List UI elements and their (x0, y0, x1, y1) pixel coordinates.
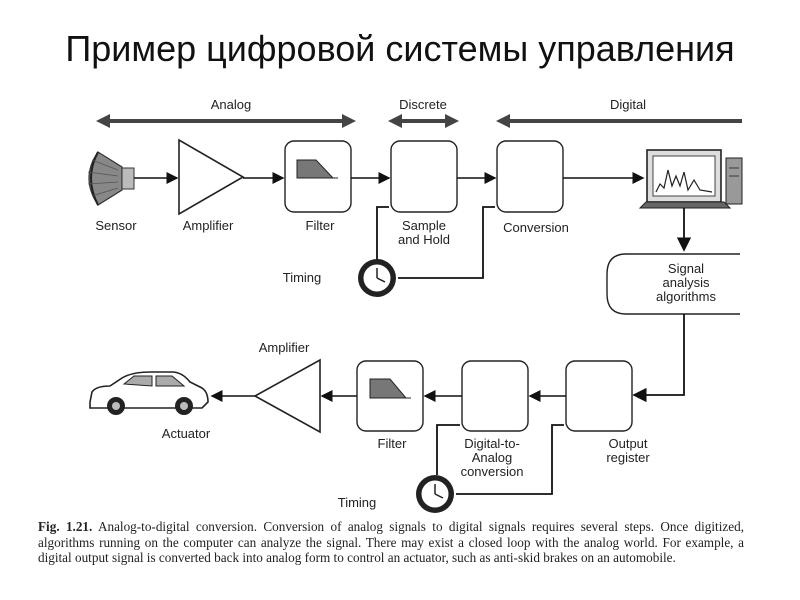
conversion-label: Conversion (503, 220, 569, 235)
top-filter-label: Filter (306, 218, 336, 233)
sensor-icon (87, 151, 135, 206)
signal-label-3: algorithms (656, 289, 716, 304)
bottom-timing-label: Timing (338, 495, 377, 510)
signal-label-2: analysis (663, 275, 710, 290)
top-filter-block (284, 140, 352, 213)
amplifier-triangle-icon (253, 358, 321, 434)
section-discrete: Discrete (388, 97, 459, 128)
computer-monitor-icon (638, 149, 743, 209)
slide-title: Пример цифровой системы управления (65, 28, 735, 69)
output-label-1: Output (608, 436, 647, 451)
dac-block (461, 360, 529, 432)
sample-hold-label-1: Sample (402, 218, 446, 233)
amplifier-triangle-icon (178, 138, 245, 216)
clock-icon (416, 475, 454, 513)
section-discrete-label: Discrete (399, 97, 447, 112)
bottom-filter-label: Filter (378, 436, 408, 451)
timing-line-dac (436, 424, 460, 475)
arrow-analysis-output (632, 314, 685, 403)
filter-response-icon (296, 159, 338, 179)
timing-line-sample (376, 206, 389, 262)
dac-label-1: Digital-to- (464, 436, 520, 451)
sample-hold-block (390, 140, 458, 213)
conversion-block (496, 140, 564, 213)
section-analog: Analog (96, 97, 356, 128)
section-digital: Digital (496, 97, 742, 128)
section-analog-label: Analog (211, 97, 251, 112)
output-register-block (565, 360, 633, 432)
clock-icon (358, 259, 396, 297)
dac-label-3: conversion (461, 464, 524, 479)
signal-analysis-block (606, 253, 740, 315)
filter-response-icon (369, 378, 411, 399)
figure-caption: Fig. 1.21. Analog-to-digital conversion.… (38, 519, 744, 566)
actuator-label: Actuator (162, 426, 211, 441)
top-amplifier-label: Amplifier (183, 218, 234, 233)
figure-caption-text: Analog-to-digital conversion. Conversion… (38, 519, 744, 565)
figure-number: Fig. 1.21. (38, 519, 93, 534)
bottom-amplifier-label: Amplifier (259, 340, 310, 355)
top-timing-label: Timing (283, 270, 322, 285)
sample-hold-label-2: and Hold (398, 232, 450, 247)
dac-label-2: Analog (472, 450, 512, 465)
timing-line-conversion (398, 206, 495, 279)
section-digital-label: Digital (610, 97, 646, 112)
sensor-label: Sensor (95, 218, 137, 233)
signal-label-1: Signal (668, 261, 704, 276)
timing-line-output (456, 424, 564, 495)
output-label-2: register (606, 450, 650, 465)
car-icon (89, 371, 209, 415)
